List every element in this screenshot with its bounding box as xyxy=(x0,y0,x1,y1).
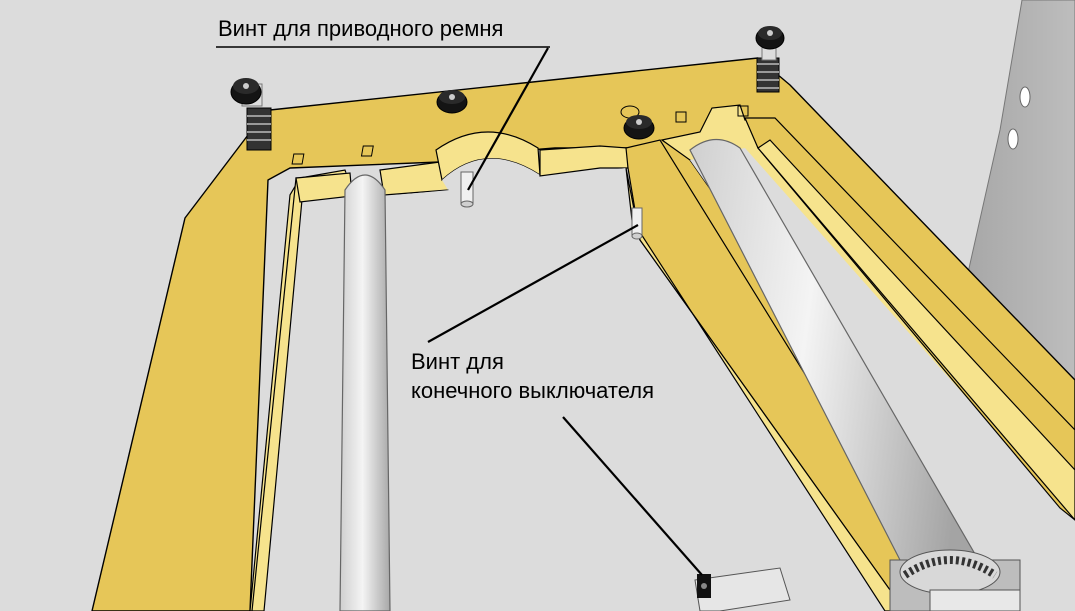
leader-line-belt-screw xyxy=(467,47,549,191)
callout-belt-screw: Винт для приводного ремня xyxy=(218,16,504,41)
screw-top-right-icon xyxy=(755,26,785,93)
drive-pulley-icon xyxy=(889,549,1021,611)
screw-top-center-icon xyxy=(436,90,468,114)
screw-center-right-icon xyxy=(623,115,655,140)
limit-switch-icon xyxy=(694,567,791,611)
leader-line-limit-switch-screw xyxy=(427,224,639,343)
belt-screw-icon xyxy=(460,171,474,208)
callout-limit-switch-line1: Винт для xyxy=(411,349,504,374)
limit-switch-screw-icon xyxy=(631,207,643,240)
left-guide-rail xyxy=(339,174,391,611)
leader-line-limit-switch xyxy=(562,416,703,576)
screw-top-left-icon xyxy=(230,78,272,151)
callout-limit-switch-screw: Винт для конечного выключателя xyxy=(411,347,654,405)
callout-limit-switch-line2: конечного выключателя xyxy=(411,378,655,403)
